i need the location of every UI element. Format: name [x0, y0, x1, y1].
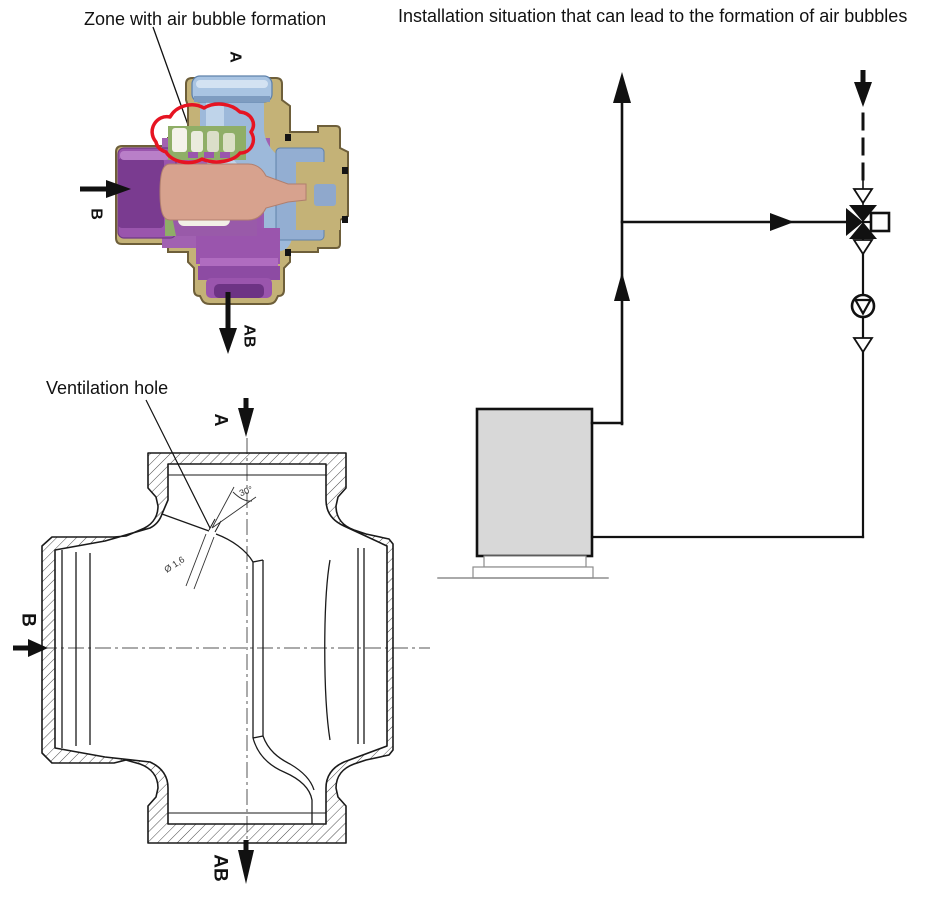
actuator-icon	[869, 211, 891, 233]
cutaway-annotation: Zone with air bubble formation	[84, 9, 327, 29]
right-chamber-wall	[324, 559, 331, 741]
valve-section-body	[41, 452, 394, 844]
seat-ring	[252, 559, 264, 739]
connection-symbol-below-valve-icon	[852, 239, 874, 256]
ventilation-leader-line	[145, 399, 211, 529]
riser-pipe	[590, 72, 631, 426]
right-counterbore	[357, 548, 365, 744]
installation-title: Installation situation that can lead to …	[398, 6, 908, 26]
flow-arrow-b-icon	[80, 180, 131, 198]
seat-lower-wall	[252, 737, 313, 824]
section-arrow-b-icon	[13, 639, 48, 657]
branch-pipe	[620, 213, 852, 231]
connection-symbol-top-icon	[852, 188, 874, 205]
seat-lower-wall-2	[262, 735, 315, 791]
valve-plug	[159, 163, 307, 221]
angle-dimension: 30°	[211, 484, 257, 529]
flow-arrow-ab-icon	[219, 292, 237, 354]
flow-arrow-down-icon	[854, 82, 872, 107]
mixing-valve-icon	[846, 205, 891, 239]
installation-schematic	[437, 70, 891, 579]
cutaway-figure: A B AB	[80, 26, 349, 354]
flow-arrow-right-icon	[770, 213, 794, 231]
diameter-dimension-text: Ø 1,6	[162, 554, 186, 574]
cutaway-leader-line	[152, 26, 193, 137]
bore-recess-lines	[168, 474, 326, 814]
flow-arrow-up-mid-icon	[614, 272, 630, 301]
port-b	[117, 147, 177, 239]
cutaway-port-label-a: A	[227, 51, 244, 63]
section-port-label-b: B	[18, 613, 39, 627]
connection-symbol-lower-icon	[852, 337, 874, 354]
boiler	[437, 407, 609, 579]
section-arrow-a-icon	[238, 398, 254, 437]
cutaway-port-label-b: B	[88, 208, 105, 220]
vent-wall-left	[161, 513, 210, 532]
return-pipe	[590, 237, 876, 539]
section-arrow-ab-icon	[238, 840, 254, 884]
section-inner-details	[61, 474, 365, 824]
ventilation-annotation: Ventilation hole	[46, 378, 169, 398]
section-drawing: 30° Ø 1,6 A B AB	[13, 398, 430, 884]
spring-zone-upper	[168, 126, 246, 160]
dashed-pipe	[852, 70, 874, 207]
air-bubble-zone-outline	[150, 102, 256, 165]
port-ab	[196, 228, 280, 298]
left-bore-lines	[61, 550, 91, 748]
diameter-dimension: Ø 1,6	[162, 533, 215, 590]
section-port-label-ab: AB	[210, 854, 231, 881]
angle-dimension-text: 30°	[238, 484, 255, 498]
section-port-label-a: A	[211, 414, 231, 427]
cutaway-port-label-ab: AB	[241, 324, 258, 347]
flow-arrow-up-icon	[613, 72, 631, 103]
vent-wall-right	[215, 533, 254, 563]
